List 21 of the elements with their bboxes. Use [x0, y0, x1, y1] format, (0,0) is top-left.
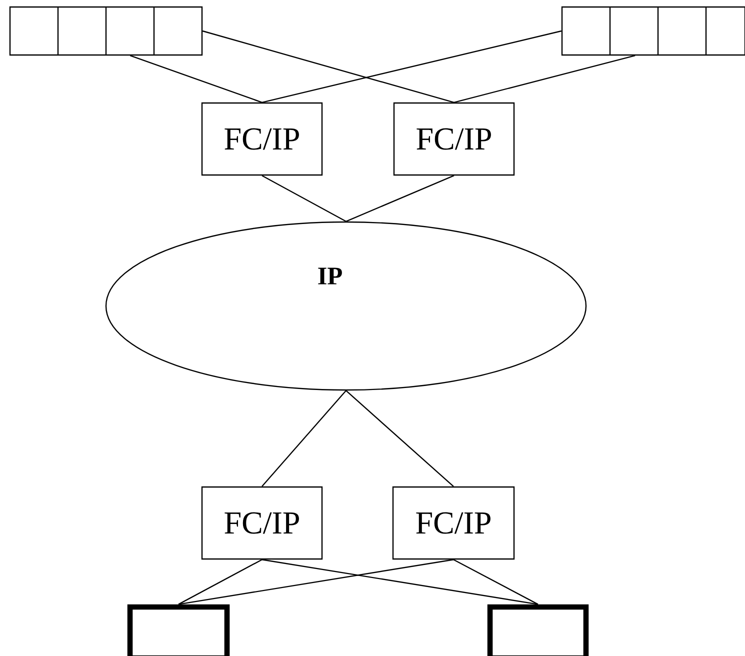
connector-line: [346, 390, 454, 487]
connector-line: [262, 30, 562, 103]
connector-line: [130, 55, 262, 103]
storage-array: [9, 6, 203, 56]
device-box: [487, 604, 589, 656]
connector-line: [262, 175, 346, 222]
gateway-box: FC/IP: [201, 102, 323, 176]
device-box: [127, 604, 230, 656]
connector-line: [454, 55, 636, 103]
connector-line: [202, 30, 454, 103]
storage-array: [561, 6, 745, 56]
connector-line: [262, 559, 538, 605]
ellipse-node: IP: [105, 221, 587, 391]
connector-line: [346, 175, 454, 222]
gateway-box: FC/IP: [392, 486, 515, 560]
connector-line: [178, 559, 262, 605]
connector-line: [178, 559, 454, 605]
connector-line: [262, 390, 346, 487]
gateway-box: FC/IP: [201, 486, 323, 560]
connector-line: [453, 559, 538, 605]
gateway-box: FC/IP: [393, 102, 515, 176]
